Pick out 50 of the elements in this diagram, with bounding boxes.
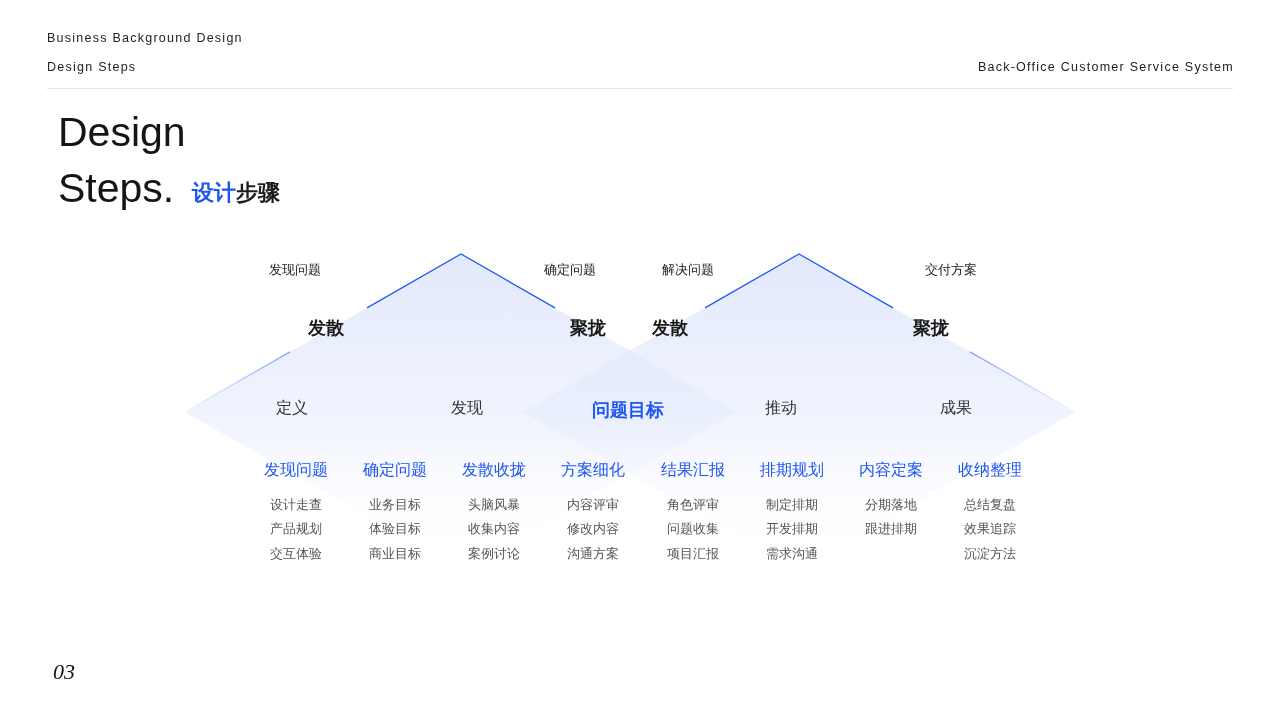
task-item: 内容评审 (567, 498, 620, 514)
header-text: Back-Office Customer Service System (977, 60, 1234, 76)
task-item: 商业目标 (369, 547, 422, 563)
page-number: 03 (53, 658, 75, 686)
column-heading: 排期规划 (759, 460, 824, 480)
task-item: 产品规划 (270, 522, 322, 538)
stage-label: 发现 (451, 398, 483, 418)
task-item: 收集内容 (468, 522, 521, 538)
task-item: 需求沟通 (765, 547, 818, 563)
stage-label: 推动 (765, 398, 797, 418)
task-item: 总结复盘 (964, 498, 1017, 514)
task-item: 案例讨论 (468, 547, 521, 563)
stage-label: 成果 (940, 398, 972, 418)
stage-heading: 发散 (308, 316, 344, 340)
task-item: 分期落地 (864, 498, 917, 514)
task-item: 效果追踪 (964, 522, 1017, 538)
stage-heading: 聚拢 (913, 316, 949, 340)
task-item: 设计走查 (270, 498, 322, 514)
stage-label: 问题目标 (592, 398, 664, 422)
column-heading: 发散收拢 (462, 460, 527, 480)
task-item: 跟进排期 (864, 522, 917, 538)
header-text: Business Background Design (47, 31, 243, 47)
phase-label: 解决问题 (662, 261, 714, 279)
task-item: 沟通方案 (567, 547, 620, 563)
task-item: 体验目标 (369, 522, 422, 538)
task-item: 交互体验 (270, 547, 322, 563)
page-title: Design Steps. (58, 108, 186, 213)
column-heading: 结果汇报 (660, 460, 725, 480)
phase-label: 确定问题 (544, 261, 596, 279)
task-item: 头脑风暴 (468, 498, 521, 514)
task-item: 制定排期 (765, 498, 818, 514)
task-item: 开发排期 (765, 522, 818, 538)
header-text: Design Steps (47, 60, 137, 76)
task-item: 问题收集 (666, 522, 719, 538)
column-heading: 内容定案 (858, 460, 923, 480)
column-heading: 确定问题 (363, 460, 428, 480)
stage-heading: 聚拢 (570, 316, 606, 340)
stage-label: 定义 (276, 398, 308, 418)
task-item: 业务目标 (369, 498, 422, 514)
task-item: 修改内容 (567, 522, 620, 538)
phase-label: 发现问题 (269, 261, 321, 279)
subtitle: 设计步骤 (192, 179, 280, 207)
task-item: 角色评审 (666, 498, 719, 514)
task-item: 沉淀方法 (964, 547, 1017, 563)
stage-heading: 发散 (652, 316, 688, 340)
task-item: 项目汇报 (666, 547, 719, 563)
phase-label: 交付方案 (925, 261, 977, 279)
column-heading: 方案细化 (561, 460, 626, 480)
column-heading: 发现问题 (264, 460, 328, 480)
column-heading: 收纳整理 (958, 460, 1023, 480)
